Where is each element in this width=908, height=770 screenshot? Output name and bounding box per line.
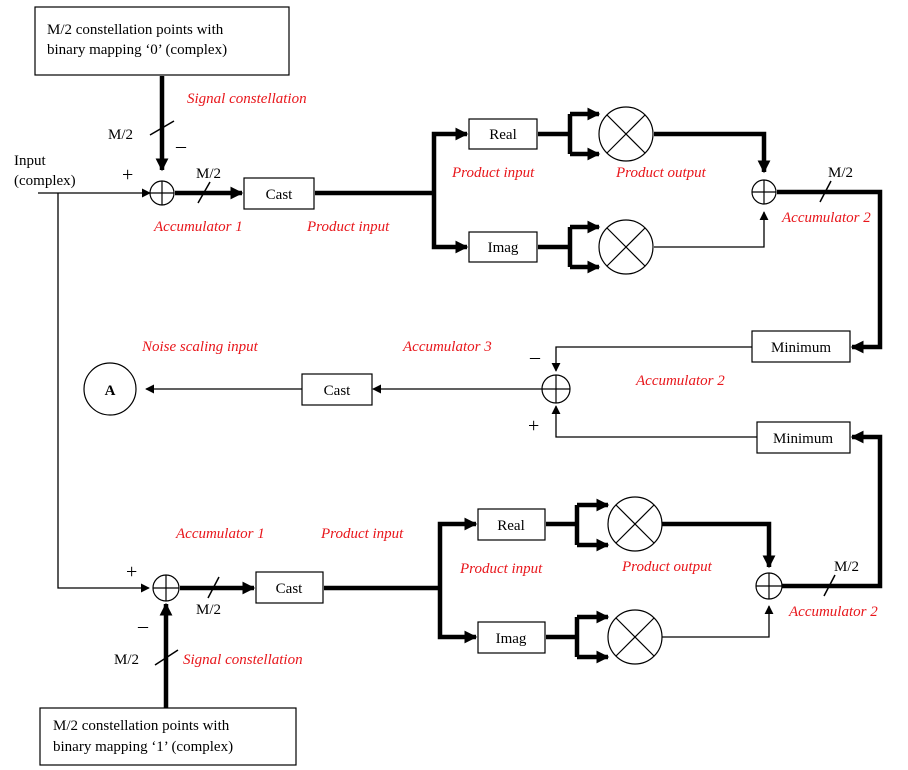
real-label: Real	[489, 127, 517, 143]
real-label: Real	[497, 518, 525, 534]
label-accumulator-1: Accumulator 1	[175, 526, 265, 542]
cast-label: Cast	[266, 187, 294, 203]
cast-label: Cast	[324, 383, 352, 399]
imag-label: Imag	[496, 631, 527, 647]
multiplier-imag-bottom	[607, 609, 663, 665]
output-node-label: A	[105, 383, 116, 399]
minimum-block-bottom: Minimum	[756, 421, 851, 454]
output-node-a: A	[83, 362, 137, 416]
bus-slash	[154, 649, 179, 666]
input-label-line1: Input	[14, 153, 46, 169]
label-accumulator-1: Accumulator 1	[153, 219, 243, 235]
imag-label: Imag	[488, 240, 519, 256]
bus-slash	[149, 120, 175, 136]
label-accumulator-3: Accumulator 3	[402, 339, 492, 355]
bus-width-label: M/2	[114, 652, 139, 668]
cast-block-top: Cast	[243, 177, 315, 210]
bus-width-label: M/2	[828, 165, 853, 181]
minus-sign: –	[175, 135, 187, 157]
label-accumulator-2: Accumulator 2	[635, 373, 725, 389]
bus-slash	[823, 574, 836, 597]
bus-slash	[207, 576, 220, 599]
summer-accumulator-2-top	[751, 179, 777, 205]
input-label-line2: (complex)	[14, 173, 76, 189]
label-product-output: Product output	[615, 165, 707, 181]
plus-sign: +	[122, 164, 133, 186]
bottom-constellation-line2: binary mapping ‘1’ (complex)	[53, 739, 233, 755]
real-block-top: Real	[468, 118, 538, 150]
plus-sign: +	[528, 415, 539, 437]
minus-sign: –	[137, 615, 149, 637]
summer-accumulator-1-bottom	[152, 574, 180, 602]
minus-sign: –	[529, 346, 541, 368]
label-product-output: Product output	[621, 559, 713, 575]
cast-block-bottom: Cast	[255, 571, 324, 604]
bus-width-label: M/2	[196, 602, 221, 618]
label-signal-constellation: Signal constellation	[183, 652, 303, 668]
real-block-bottom: Real	[477, 508, 546, 541]
cast-block-middle: Cast	[301, 373, 373, 406]
label-noise-scaling-input: Noise scaling input	[141, 339, 259, 355]
bottom-constellation-block: M/2 constellation points with binary map…	[39, 707, 297, 766]
multiplier-real-bottom	[607, 496, 663, 552]
plus-sign: +	[126, 561, 137, 583]
label-accumulator-2: Accumulator 2	[788, 604, 878, 620]
top-constellation-line1: M/2 constellation points with	[47, 22, 224, 38]
top-constellation-block: M/2 constellation points with binary map…	[34, 6, 290, 76]
imag-block-bottom: Imag	[477, 621, 546, 654]
label-product-input: Product input	[459, 561, 543, 577]
top-constellation-line2: binary mapping ‘0’ (complex)	[47, 42, 227, 58]
multiplier-imag-top	[598, 219, 654, 275]
label-signal-constellation: Signal constellation	[187, 91, 307, 107]
summer-accumulator-1-top	[149, 180, 175, 206]
bus-width-slashes	[149, 120, 836, 666]
bottom-constellation-line1: M/2 constellation points with	[53, 718, 230, 734]
multiplier-real-top	[598, 106, 654, 162]
label-accumulator-2: Accumulator 2	[781, 210, 871, 226]
bus-width-label: M/2	[196, 166, 221, 182]
minimum-block-top: Minimum	[751, 330, 851, 363]
bus-width-label: M/2	[108, 127, 133, 143]
cast-label: Cast	[276, 581, 304, 597]
summer-accumulator-2-bottom	[755, 572, 783, 600]
label-product-input: Product input	[306, 219, 390, 235]
bus-slash	[819, 180, 832, 203]
label-product-input: Product input	[320, 526, 404, 542]
bus-slash	[197, 181, 211, 204]
bus-width-label: M/2	[834, 559, 859, 575]
summer-accumulator-3	[541, 374, 571, 404]
label-product-input: Product input	[451, 165, 535, 181]
minimum-label: Minimum	[771, 340, 831, 356]
wires	[38, 76, 883, 708]
minimum-label: Minimum	[773, 431, 833, 447]
imag-block-top: Imag	[468, 231, 538, 263]
